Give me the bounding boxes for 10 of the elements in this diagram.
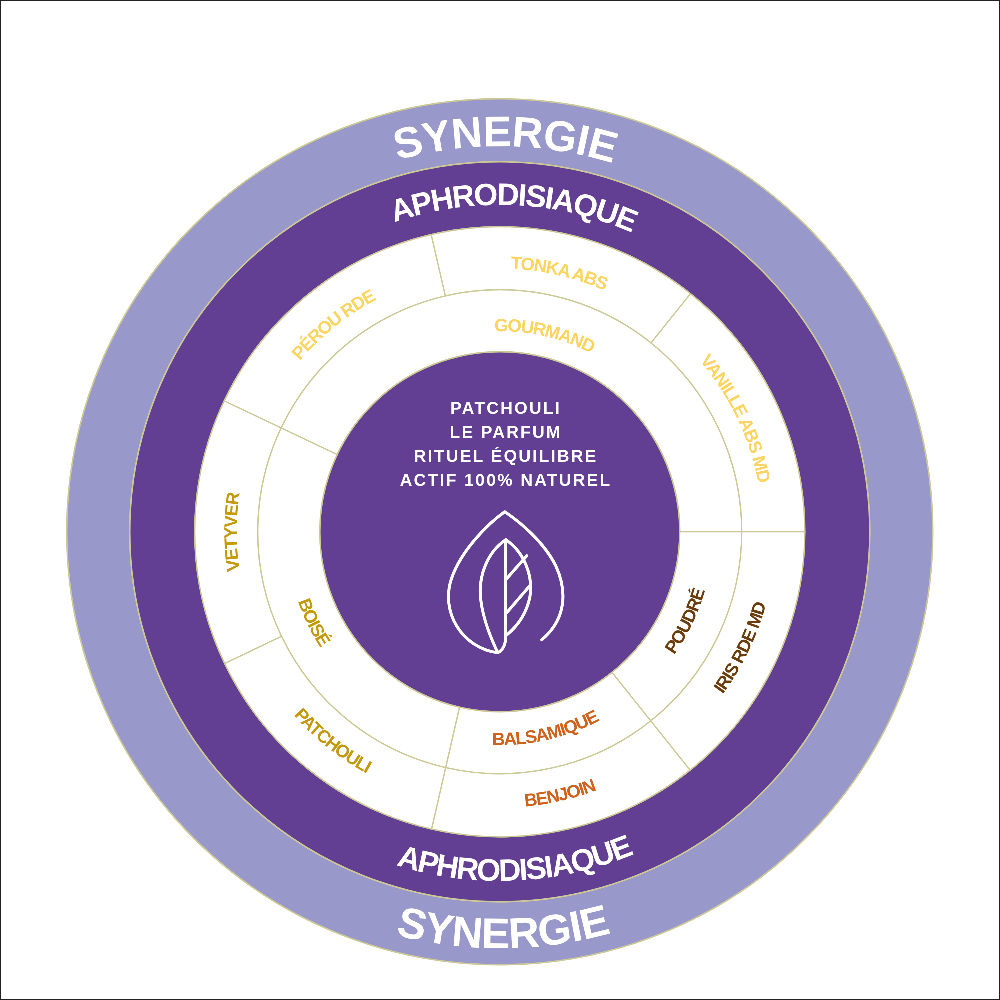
center-caption: RITUEL ÉQUILIBRE xyxy=(414,447,598,466)
center-caption: ACTIF 100% NATUREL xyxy=(400,471,612,490)
center-caption: PATCHOULI xyxy=(450,399,562,418)
segment-label: BENJOIN xyxy=(524,776,598,811)
segment-label: TONKA ABS xyxy=(510,253,610,294)
ring-label: SYNERGIE xyxy=(393,896,614,959)
ring-label: SYNERGIE xyxy=(388,108,623,173)
ring-label: APHRODISIAQUE xyxy=(394,828,636,888)
ring-label: APHRODISIAQUE xyxy=(386,177,642,239)
center-caption: LE PARFUM xyxy=(450,423,562,442)
